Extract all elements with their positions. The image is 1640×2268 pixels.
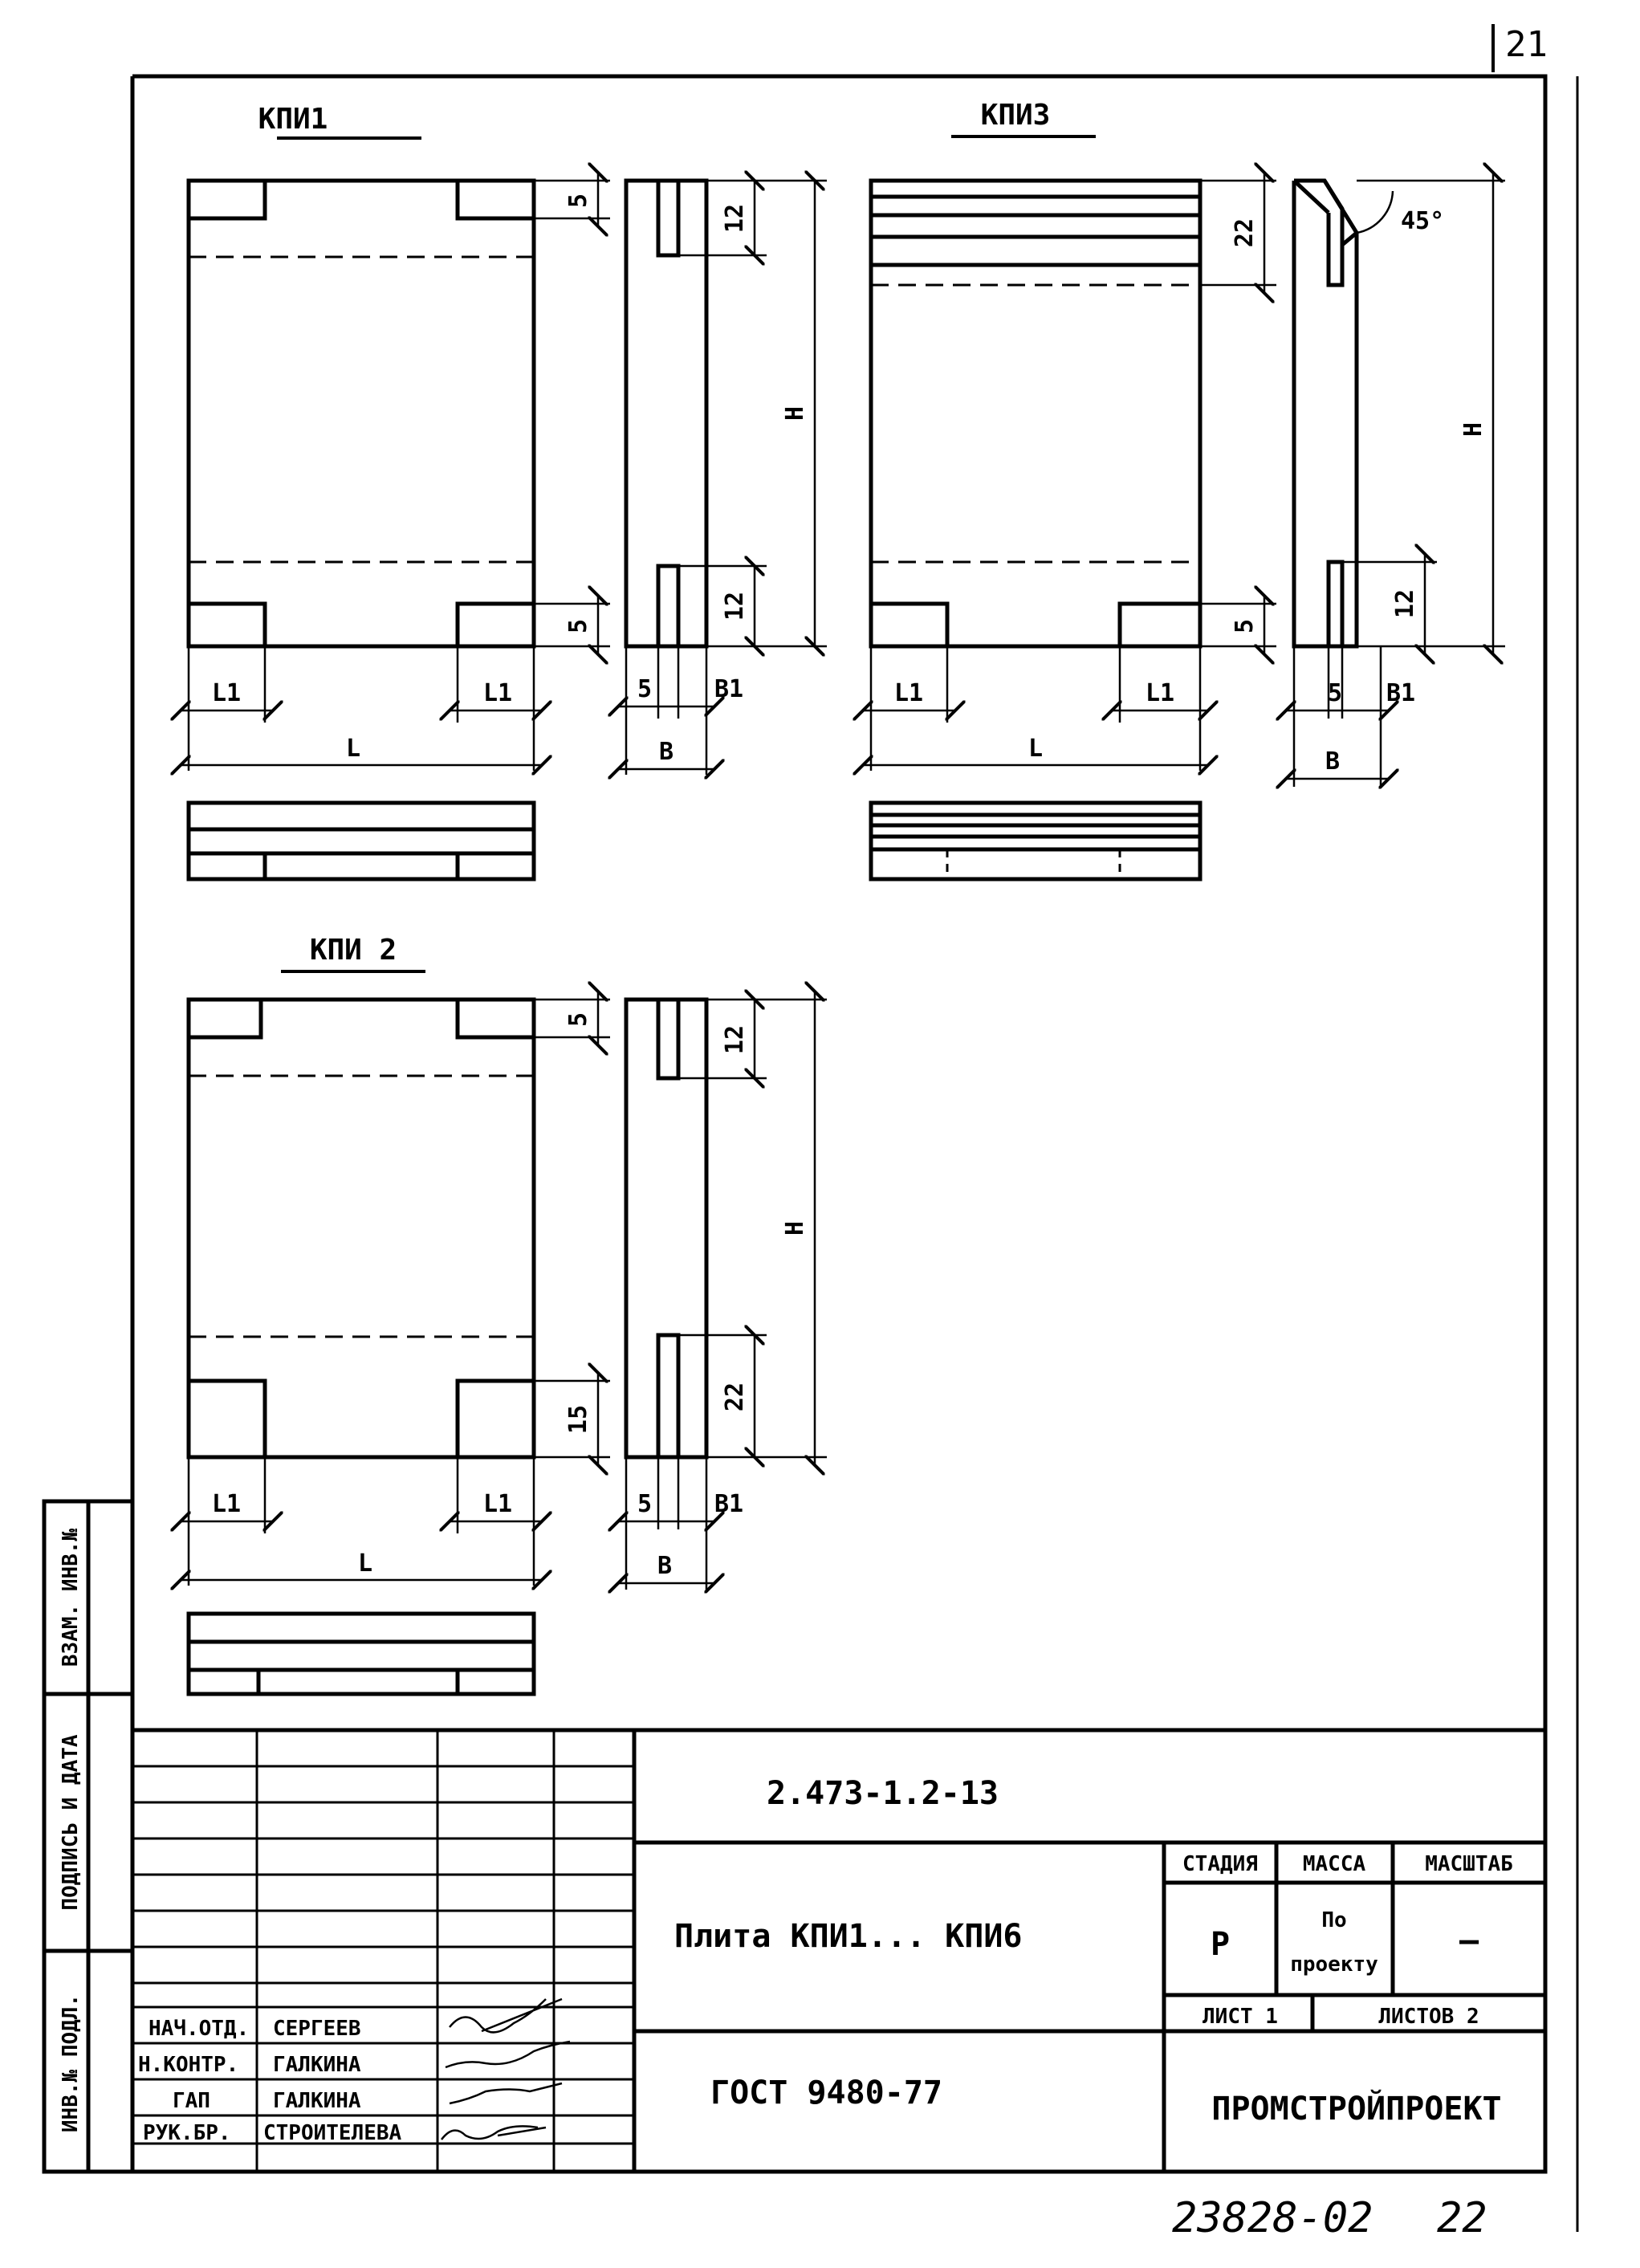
mass-value-line1: По: [1321, 1908, 1346, 1932]
standard: ГОСТ 9480-77: [710, 2075, 942, 2111]
sig-role-2: Н.КОНТР.: [138, 2053, 238, 2077]
kpi2-dim-length: L: [358, 1549, 372, 1578]
stamp-inv-podl: ИНВ.№ ПОДЛ.: [59, 1994, 83, 2132]
kpi3-plan-view: [869, 800, 1203, 882]
sheets-total: ЛИСТОВ 2: [1378, 2005, 1479, 2029]
kpi1-plan-view: [186, 800, 536, 882]
mass-label: МАССА: [1303, 1852, 1366, 1876]
kpi1-dim-height: H: [781, 406, 809, 421]
kpi3-dim-angle: 45°: [1401, 207, 1444, 235]
kpi1-dim-b: B: [659, 738, 673, 766]
kpi3-title: КПИ3: [981, 99, 1051, 132]
kpi3-side-view: [1292, 178, 1394, 649]
kpi1-dim-l1-left: L1: [212, 679, 241, 707]
sheet-number: ЛИСТ 1: [1203, 2005, 1278, 2029]
side-stamp: ИНВ.№ ПОДЛ. ПОДПИСЬ И ДАТА ВЗАМ. ИНВ.№: [42, 1499, 135, 2174]
sig-name-1: СЕРГЕЕВ: [273, 2017, 361, 2041]
sig-name-3: ГАЛКИНА: [273, 2089, 361, 2113]
kpi2-dim-side-top: 12: [721, 1025, 749, 1054]
sig-role-3: ГАП: [173, 2089, 210, 2113]
mass-value-line2: проекту: [1290, 1952, 1378, 1977]
kpi1-dim-top-notch: 5: [564, 193, 592, 208]
kpi2-front-view: [186, 997, 536, 1460]
organization: ПРОМСТРОЙПРОЕКТ: [1211, 2089, 1501, 2128]
sig-role-4: РУК.БР.: [143, 2121, 231, 2145]
sig-role-1: НАЧ.ОТД.: [149, 2017, 249, 2041]
drawing-kpi2: КПИ 2: [181, 934, 827, 1696]
sig-name-2: ГАЛКИНА: [273, 2053, 361, 2077]
kpi3-dimensions: [863, 173, 1505, 787]
kpi2-dim-l1-right: L1: [483, 1490, 512, 1518]
kpi1-side-view: [624, 178, 709, 649]
stage-label: СТАДИЯ: [1182, 1852, 1258, 1876]
kpi3-front-view: [869, 178, 1203, 649]
kpi1-front-view: [186, 178, 536, 649]
kpi1-dim-side-bottom: 12: [721, 592, 749, 621]
kpi2-dim-groove: 5: [637, 1490, 652, 1518]
stamp-signature-date: ПОДПИСЬ И ДАТА: [59, 1734, 83, 1910]
kpi2-dim-height: H: [781, 1221, 809, 1236]
kpi1-dim-bottom-notch: 5: [564, 619, 592, 633]
kpi2-plan-view: [186, 1611, 536, 1696]
sig-name-4: СТРОИТЕЛЕВА: [263, 2121, 402, 2145]
kpi3-dim-length: L: [1028, 735, 1043, 763]
kpi1-dim-b1: B1: [714, 675, 743, 703]
svg-text:21: 21: [1505, 24, 1548, 65]
drawing-kpi3: КПИ3: [863, 99, 1505, 882]
stage-value: Р: [1211, 1926, 1230, 1963]
kpi1-dim-length: L: [346, 735, 360, 763]
kpi1-dimensions: [181, 173, 827, 775]
kpi2-dim-b: B: [657, 1552, 672, 1580]
kpi1-dim-groove: 5: [637, 675, 652, 703]
sheet-frame: [130, 74, 1579, 2232]
kpi1-dim-l1-right: L1: [483, 679, 512, 707]
stamp-vzam-inv: ВЗАМ. ИНВ.№: [59, 1529, 83, 1667]
scale-label: МАСШТАБ: [1425, 1852, 1513, 1876]
kpi3-dim-b: B: [1325, 747, 1340, 776]
drawing-title: Плита КПИ1... КПИ6: [674, 1918, 1022, 1955]
kpi2-dim-top-notch: 5: [564, 1012, 592, 1027]
archive-number: 23828-02: [1172, 2194, 1373, 2242]
scale-value: —: [1459, 1922, 1479, 1959]
title-block: 2.473-1.2-13 Плита КПИ1... КПИ6 ГОСТ 948…: [132, 1728, 1545, 2172]
drawing-kpi1: КПИ1: [181, 103, 827, 882]
kpi2-dim-l1-left: L1: [212, 1490, 241, 1518]
kpi1-dim-side-top: 12: [721, 204, 749, 233]
kpi3-dim-groove: 5: [1328, 679, 1342, 707]
archive-stamp: 23828-02 22: [1172, 2194, 1487, 2242]
kpi3-dim-b1: B1: [1386, 679, 1415, 707]
kpi2-dim-b1: B1: [714, 1490, 743, 1518]
kpi3-dim-side-bottom: 12: [1391, 589, 1419, 618]
kpi2-dimensions: [181, 991, 827, 1590]
doc-code: 2.473-1.2-13: [767, 1775, 999, 1812]
handwritten-signatures: [441, 1997, 571, 2140]
kpi2-title: КПИ 2: [310, 934, 397, 967]
page-number: 21: [1491, 24, 1548, 72]
kpi2-dim-bottom-notch: 15: [564, 1405, 592, 1434]
kpi3-dim-top-band: 22: [1231, 218, 1259, 247]
kpi3-dim-l1-left: L1: [894, 679, 923, 707]
kpi2-side-view: [624, 997, 709, 1460]
kpi2-dim-side-bottom: 22: [721, 1382, 749, 1411]
kpi3-dim-bottom-notch: 5: [1231, 619, 1259, 633]
kpi3-dim-height: H: [1459, 422, 1487, 437]
kpi1-title: КПИ1: [258, 103, 328, 136]
archive-sheet: 22: [1437, 2194, 1487, 2242]
kpi3-dim-l1-right: L1: [1146, 679, 1174, 707]
